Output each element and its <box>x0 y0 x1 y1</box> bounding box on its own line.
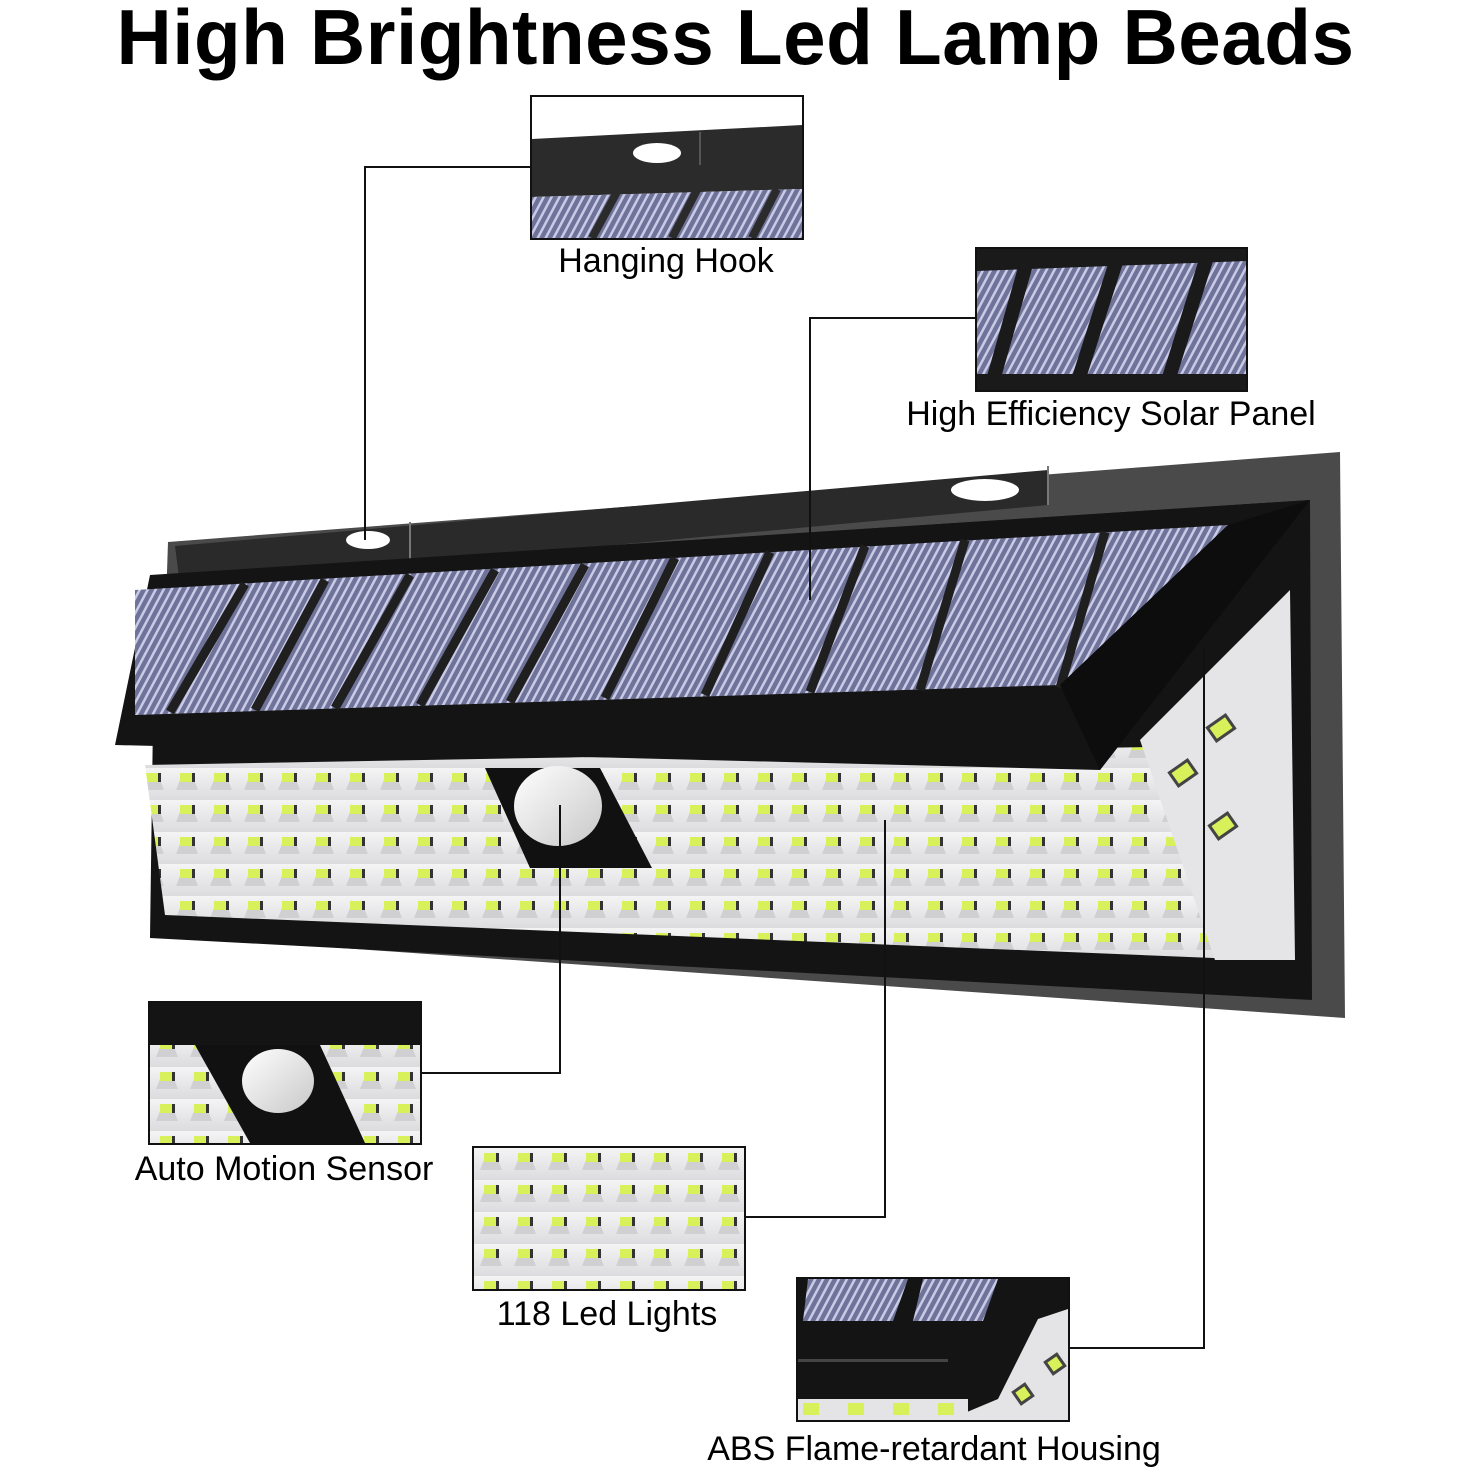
hanging-hook-hole-left <box>346 531 390 549</box>
callout-line-solar-panel <box>809 317 975 600</box>
solar-panel <box>115 500 1310 770</box>
label-led-lights: 118 Led Lights <box>496 1295 718 1333</box>
inset-solar-panel <box>975 247 1248 392</box>
sensor-lens-icon <box>242 1049 314 1113</box>
hook-hole-icon <box>633 143 681 163</box>
page-title: High Brightness Led Lamp Beads <box>116 0 1355 81</box>
label-hanging-hook: Hanging Hook <box>558 242 774 280</box>
label-motion-sensor: Auto Motion Sensor <box>134 1150 434 1188</box>
label-housing: ABS Flame-retardant Housing <box>707 1430 1161 1468</box>
inset-motion-sensor <box>148 1001 422 1145</box>
inset-led-lights <box>472 1146 746 1291</box>
callout-lines <box>364 166 1205 1349</box>
inset-housing <box>796 1277 1070 1422</box>
callout-line-hanging-hook <box>364 166 530 540</box>
led-array <box>145 590 1295 960</box>
callout-line-led-lights <box>742 820 886 1218</box>
callout-line-motion-sensor <box>420 805 561 1074</box>
label-solar-panel: High Efficiency Solar Panel <box>906 395 1316 433</box>
inset-hanging-hook <box>530 95 804 240</box>
callout-line-housing <box>1067 648 1205 1349</box>
hanging-hook-hole-right <box>951 479 1019 501</box>
motion-sensor <box>485 766 652 868</box>
